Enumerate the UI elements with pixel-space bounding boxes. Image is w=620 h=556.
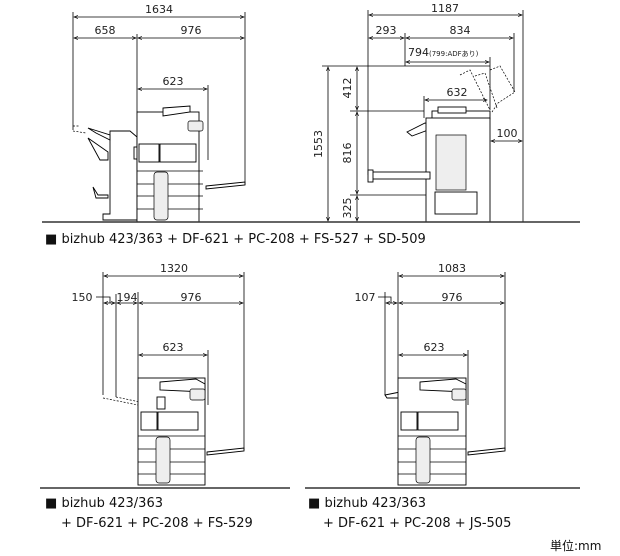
dim-body-tray-width: 976 — [442, 291, 463, 304]
dim-total-width: 1320 — [160, 262, 188, 275]
diagram-front-js505: 1083 107 976 623 — [355, 262, 506, 486]
dim-total-width: 1083 — [438, 262, 466, 275]
dim-depth-total: 1187 — [431, 2, 459, 15]
dim-height-mid: 816 — [341, 143, 354, 164]
dim-height-upper: 412 — [341, 78, 354, 99]
caption-diagram-1: ■ bizhub 423/363 + DF-621 + PC-208 + FS-… — [45, 232, 426, 247]
caption-diagram-4-line2: + DF-621 + PC-208 + JS-505 — [323, 516, 511, 531]
dim-body-tray-width: 976 — [181, 24, 202, 37]
dim-adf-note: (799:ADFあり) — [429, 50, 479, 58]
diagram-front-fs527: 1634 658 976 623 — [72, 3, 246, 223]
dim-total-height: 1553 — [312, 130, 325, 158]
caption-diagram-3-line2: + DF-621 + PC-208 + FS-529 — [61, 516, 253, 531]
dim-finisher-width: 658 — [95, 24, 116, 37]
dim-tray-a: 150 — [72, 291, 93, 304]
dim-sd-depth: 293 — [376, 24, 397, 37]
diagram-side: 1187 293 834 794(799:ADFあり) 632 100 1553… — [312, 2, 524, 223]
dim-tray-b: 194 — [117, 291, 138, 304]
dim-body-depth: 834 — [450, 24, 471, 37]
copier-body-drawing — [102, 377, 245, 486]
diagram-front-fs529: 1320 150 194 976 623 — [72, 262, 245, 486]
dim-body-width: 623 — [163, 341, 184, 354]
dim-body-width: 623 — [163, 75, 184, 88]
dim-tray-a: 107 — [355, 291, 376, 304]
caption-diagram-3-line1: ■ bizhub 423/363 — [45, 496, 163, 511]
dim-clearance: 100 — [497, 127, 518, 140]
copier-body-drawing — [384, 377, 506, 486]
copier-body-drawing — [136, 105, 246, 223]
dim-total-width: 1634 — [145, 3, 173, 16]
caption-diagram-4-line1: ■ bizhub 423/363 — [308, 496, 426, 511]
dim-height-lower: 325 — [341, 198, 354, 219]
finisher-drawing — [72, 125, 139, 221]
unit-label: 単位:mm — [550, 538, 601, 553]
dim-body-tray-width: 976 — [181, 291, 202, 304]
copier-side-drawing — [367, 65, 516, 223]
bullet-square: ■ — [45, 496, 57, 511]
bullet-square: ■ — [308, 496, 320, 511]
dim-adf-depth: 794(799:ADFあり) — [408, 46, 479, 59]
dim-body-width: 623 — [424, 341, 445, 354]
dim-top-depth: 632 — [447, 86, 468, 99]
bullet-square: ■ — [45, 232, 57, 247]
